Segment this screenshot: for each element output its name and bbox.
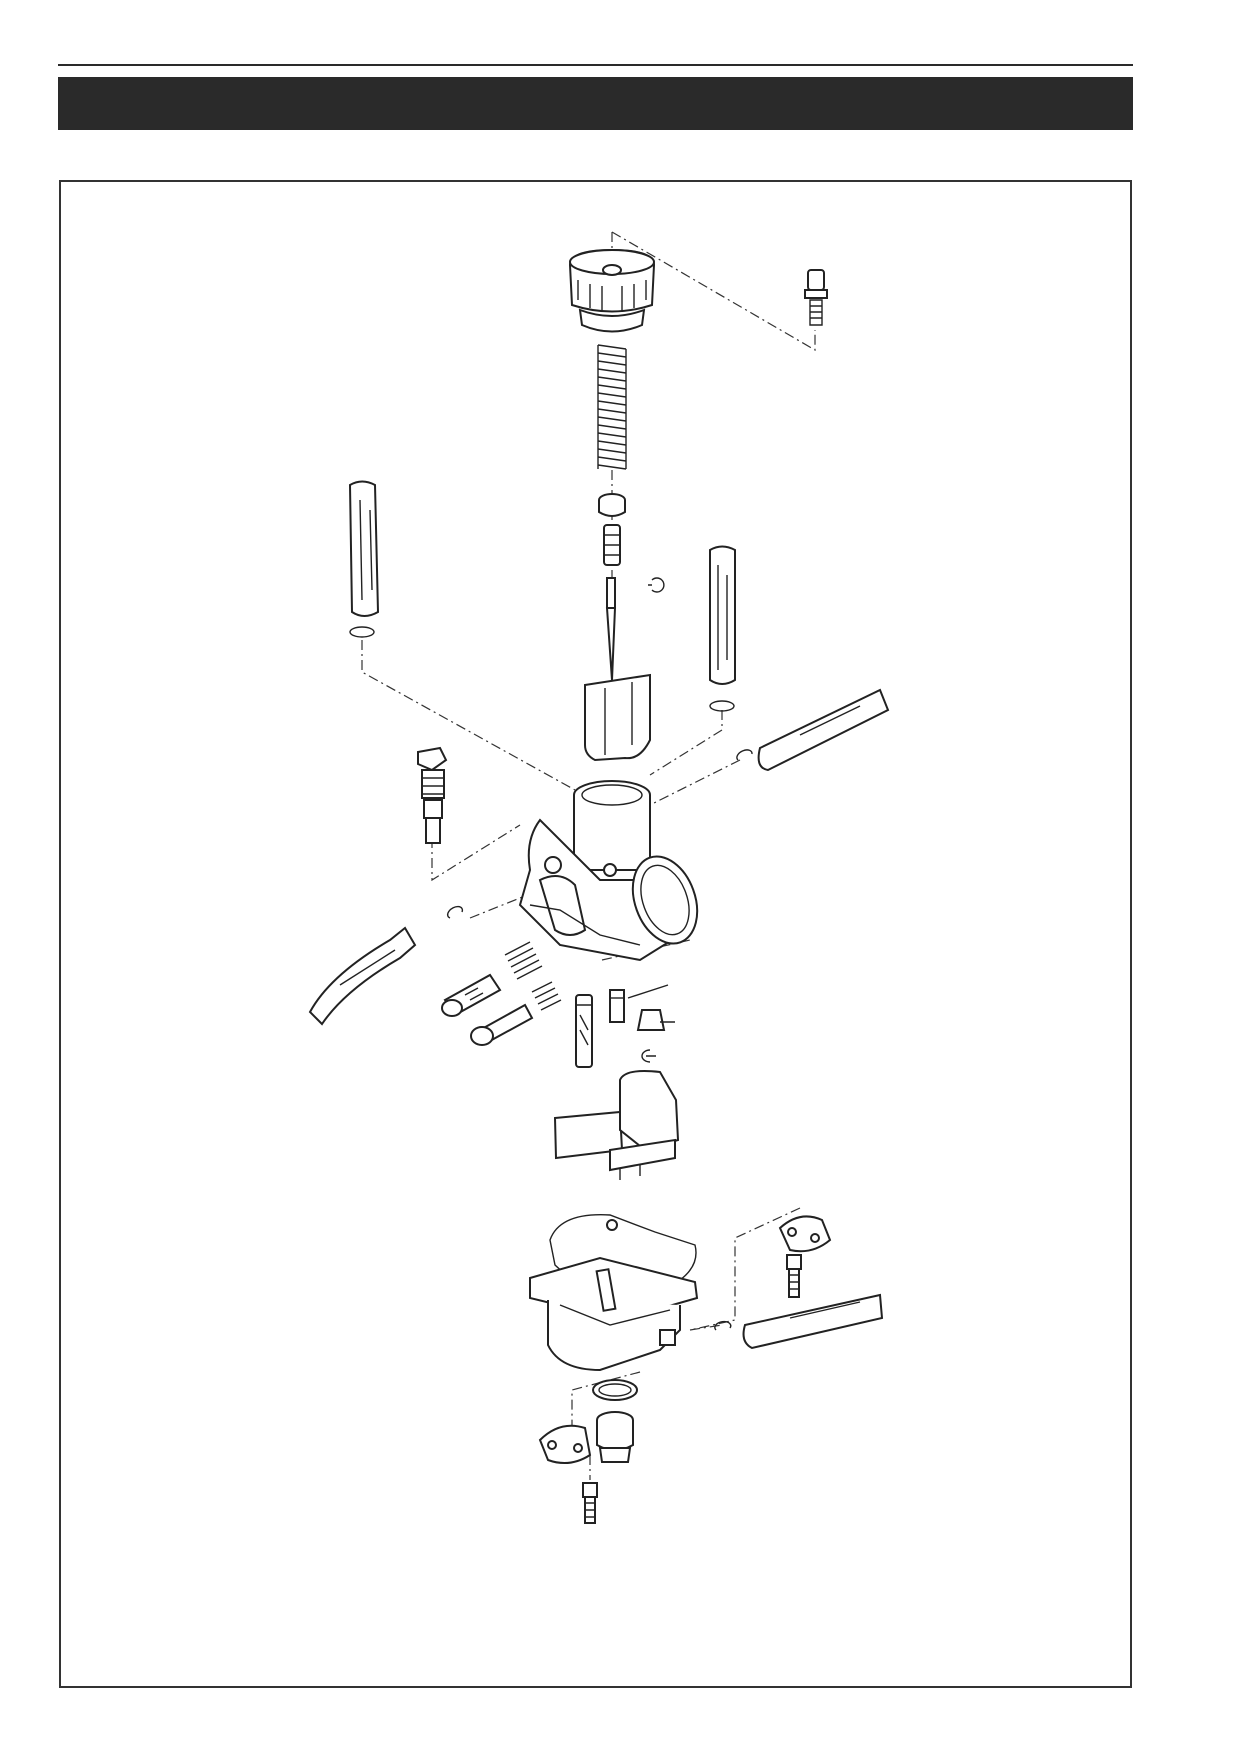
float-bowl-icon — [529, 1256, 699, 1372]
pilot-screw-icon — [470, 1003, 534, 1046]
main-jet-icon — [609, 989, 625, 1023]
float-needle-clip-icon — [641, 1049, 656, 1063]
air-screw-icon — [417, 746, 448, 844]
hose-clip-left-icon — [349, 626, 375, 638]
e-clip-icon — [648, 577, 665, 593]
needle-retainer-icon — [598, 493, 626, 517]
bowl-screw-lower-icon — [582, 1482, 598, 1524]
float-icon — [553, 1070, 680, 1180]
throttle-cable-hose-left-icon — [348, 480, 380, 617]
throttle-slide-icon — [584, 673, 651, 762]
top-rule — [58, 64, 1133, 66]
bowl-screw-right-icon — [786, 1254, 802, 1298]
vent-hose-right-icon — [709, 545, 736, 685]
cable-adjuster-icon — [804, 269, 828, 326]
bracket-plate-icon — [778, 1215, 832, 1253]
bracket-plate-lower-icon — [538, 1424, 592, 1465]
jet-needle-icon — [605, 577, 617, 681]
idle-spring-icon — [504, 941, 543, 980]
needle-jet-icon — [575, 994, 593, 1068]
o-ring-icon — [592, 1379, 638, 1401]
air-screw-spring-icon — [531, 981, 562, 1011]
drain-hose-right-icon — [714, 1293, 884, 1350]
fuel-hose-right-icon — [736, 688, 890, 772]
figure-frame — [59, 180, 1132, 1688]
overflow-hose-left-icon — [308, 905, 464, 1026]
throttle-spring-icon — [597, 344, 627, 470]
drain-plug-icon — [596, 1411, 634, 1463]
needle-holder-icon — [603, 524, 621, 566]
hose-clip-right-icon — [709, 700, 735, 712]
section-header-bar — [58, 77, 1133, 130]
idle-adjust-screw-icon — [441, 973, 502, 1017]
pilot-jet-icon — [627, 984, 675, 1031]
carburetor-body-icon — [518, 780, 699, 962]
top-cap-icon — [568, 248, 656, 333]
